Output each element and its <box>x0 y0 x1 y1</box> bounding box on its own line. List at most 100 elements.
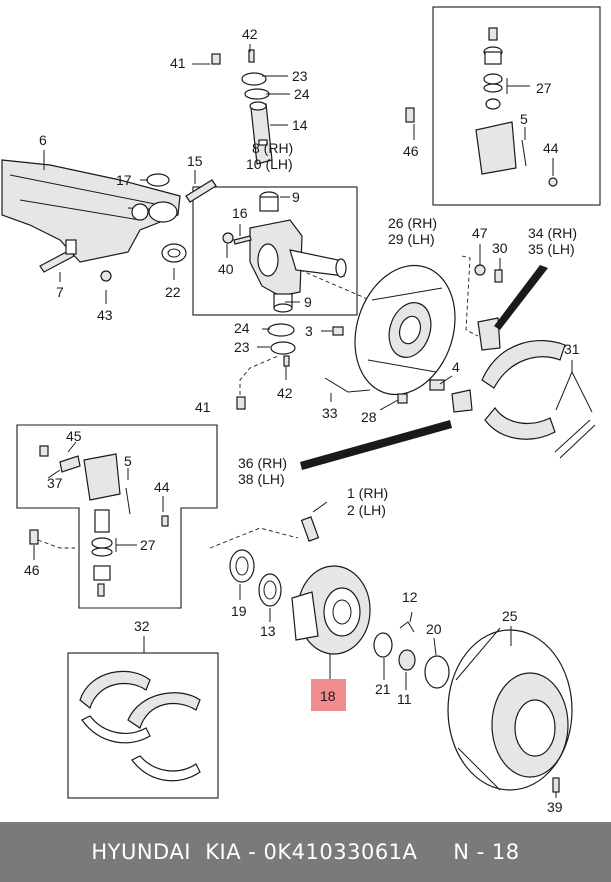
callout-3: 3 <box>305 323 313 339</box>
bearing-part <box>258 573 282 607</box>
caliper-assembly-part <box>29 445 169 597</box>
part-number-text: 0K41033061A <box>263 840 418 864</box>
wheel-cylinder-part <box>451 389 473 413</box>
callout-41: 41 <box>170 55 186 71</box>
callout-46b: 46 <box>24 562 40 578</box>
nut-part <box>100 270 112 282</box>
callout-20: 20 <box>426 621 442 637</box>
callout-23: 23 <box>292 68 308 84</box>
stud-part <box>39 239 77 273</box>
callout-21: 21 <box>375 681 391 697</box>
callout-4: 4 <box>452 359 460 375</box>
callout-42b: 42 <box>277 385 293 401</box>
callout-8: 8 (RH) <box>252 140 293 156</box>
bolt-part <box>494 269 503 283</box>
wheel-hub-part <box>291 565 371 655</box>
callout-37: 37 <box>47 475 63 491</box>
callout-13: 13 <box>260 623 276 639</box>
gasket-part <box>267 323 295 337</box>
brake-shoe-kit-box <box>67 652 219 799</box>
callout-2: 2 (LH) <box>347 502 386 518</box>
callout-16: 16 <box>232 205 248 221</box>
cap-part <box>241 72 267 86</box>
washer-part <box>146 173 170 187</box>
callout-45: 45 <box>66 428 82 444</box>
callout-31: 31 <box>564 341 580 357</box>
position-text: N - 18 <box>453 840 520 864</box>
gasket-part <box>244 88 270 100</box>
brake-shoe-kit-part <box>79 670 201 782</box>
lower-caliper-box <box>16 424 218 609</box>
backing-plate-part <box>354 264 456 396</box>
washer-part <box>474 264 486 276</box>
callout-44: 44 <box>543 140 559 156</box>
part-number-footer: HYUNDAI KIA - 0K41033061A N - 18 <box>0 822 611 882</box>
callout-42: 42 <box>242 26 258 42</box>
callout-29: 29 (LH) <box>388 231 435 247</box>
callout-14: 14 <box>292 117 308 133</box>
callout-9-top: 9 <box>292 189 300 205</box>
footer-separator: - <box>241 840 264 864</box>
callout-1: 1 (RH) <box>347 485 388 501</box>
brake-drum-part <box>447 627 573 791</box>
callout-24b: 24 <box>234 320 250 336</box>
callout-41b: 41 <box>195 399 211 415</box>
screw-part <box>552 777 560 793</box>
retainer-part <box>397 393 408 404</box>
knuckle-group-box <box>192 186 358 316</box>
bolt-part <box>211 53 221 65</box>
callout-34: 34 (RH) <box>528 225 577 241</box>
brake-shoe-part <box>481 339 596 459</box>
highlight-callout-box <box>311 679 346 711</box>
steering-knuckle-part <box>222 191 347 313</box>
callout-36: 36 (RH) <box>238 455 287 471</box>
callout-40: 40 <box>218 261 234 277</box>
callout-27b: 27 <box>140 537 156 553</box>
bolt-part <box>283 355 290 367</box>
lock-washer-part <box>399 621 415 633</box>
seal-part <box>161 243 187 263</box>
callout-9-bottom: 9 <box>304 294 312 310</box>
leader-lines <box>33 44 593 798</box>
clip-part <box>429 379 445 391</box>
callout-18: 18 <box>320 688 336 704</box>
callout-28: 28 <box>361 409 377 425</box>
brand-text: HYUNDAI KIA <box>91 840 242 864</box>
parts-exploded-diagram: 42 41 23 24 14 6 8 (RH) 10 (LH) 15 17 9 … <box>1 6 601 815</box>
callout-5b: 5 <box>124 453 132 469</box>
hub-bolt-part <box>300 516 320 542</box>
bolt-part <box>248 49 255 63</box>
callout-10: 10 (LH) <box>246 156 293 172</box>
callout-35: 35 (LH) <box>528 241 575 257</box>
caliper-assembly-part <box>405 27 558 187</box>
callout-22: 22 <box>165 284 181 300</box>
spring-rod-part <box>324 377 371 393</box>
callout-46: 46 <box>403 143 419 159</box>
callout-15: 15 <box>187 153 203 169</box>
king-pin-part <box>249 101 273 165</box>
lower-arm-part <box>1 159 181 263</box>
callout-24: 24 <box>294 86 310 102</box>
callout-labels: 42 41 23 24 14 6 8 (RH) 10 (LH) 15 17 9 … <box>24 26 580 815</box>
callout-19: 19 <box>231 603 247 619</box>
callout-5: 5 <box>520 111 528 127</box>
callout-7: 7 <box>56 284 64 300</box>
upper-caliper-box <box>432 6 601 206</box>
callout-17: 17 <box>116 172 132 188</box>
cap-part <box>270 341 296 355</box>
callout-26: 26 (RH) <box>388 215 437 231</box>
hub-cap-part <box>424 655 450 689</box>
callout-38: 38 (LH) <box>238 471 285 487</box>
nut-part <box>398 649 416 671</box>
callout-30: 30 <box>492 240 508 256</box>
callout-32: 32 <box>134 618 150 634</box>
bolt-part <box>236 396 246 410</box>
callout-39: 39 <box>547 799 563 815</box>
callout-33: 33 <box>322 405 338 421</box>
callout-23b: 23 <box>234 339 250 355</box>
upper-caliper-arrow <box>494 265 548 330</box>
lower-caliper-arrow <box>300 420 452 470</box>
callout-11: 11 <box>397 691 412 707</box>
bolt-part <box>29 529 39 545</box>
callout-44b: 44 <box>154 479 170 495</box>
